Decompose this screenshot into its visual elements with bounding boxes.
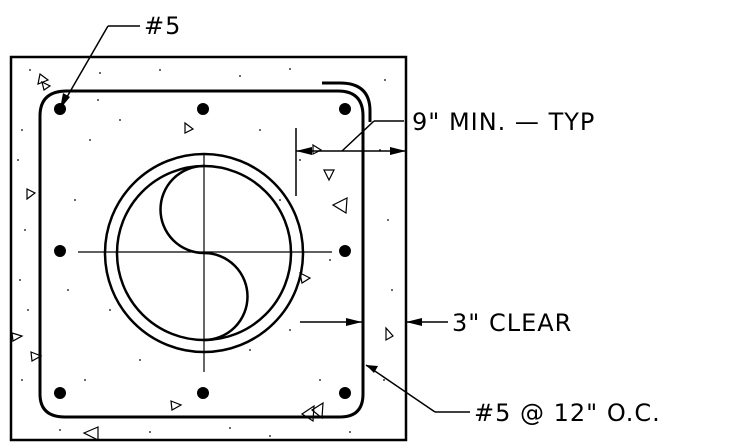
rebar-dots bbox=[54, 103, 351, 399]
concrete-outline bbox=[9, 55, 408, 442]
label-clear: 3" CLEAR bbox=[452, 309, 572, 337]
rebar-dot bbox=[339, 245, 351, 257]
aggregate-triangles bbox=[11, 72, 394, 441]
label-top-bar: #5 bbox=[144, 12, 181, 40]
rebar-dot bbox=[197, 387, 209, 399]
label-tie: #5 @ 12" O.C. bbox=[474, 399, 661, 427]
rebar-dot bbox=[54, 245, 66, 257]
clear-arrow-right bbox=[406, 318, 422, 326]
rebar-dot bbox=[197, 103, 209, 115]
pipe-s-curve bbox=[159, 164, 249, 342]
cover-arrow-left bbox=[296, 147, 312, 155]
concrete-stipple bbox=[17, 68, 393, 437]
rebar-tie bbox=[38, 89, 365, 419]
rebar-dot bbox=[339, 103, 351, 115]
tie-leader-arrowhead bbox=[366, 365, 378, 373]
leader-top-arrowhead bbox=[60, 93, 70, 109]
leader-top-bar bbox=[59, 25, 109, 110]
rebar-dot bbox=[54, 387, 66, 399]
label-cover: 9" MIN. — TYP bbox=[412, 108, 595, 136]
cover-leader bbox=[341, 120, 375, 152]
tie-leader bbox=[365, 364, 436, 413]
clear-arrow-left bbox=[346, 318, 362, 326]
cover-arrow-right bbox=[390, 147, 406, 155]
rebar-dot bbox=[339, 387, 351, 399]
tie-hook bbox=[322, 81, 372, 122]
pipe-outer-circle bbox=[103, 152, 305, 354]
